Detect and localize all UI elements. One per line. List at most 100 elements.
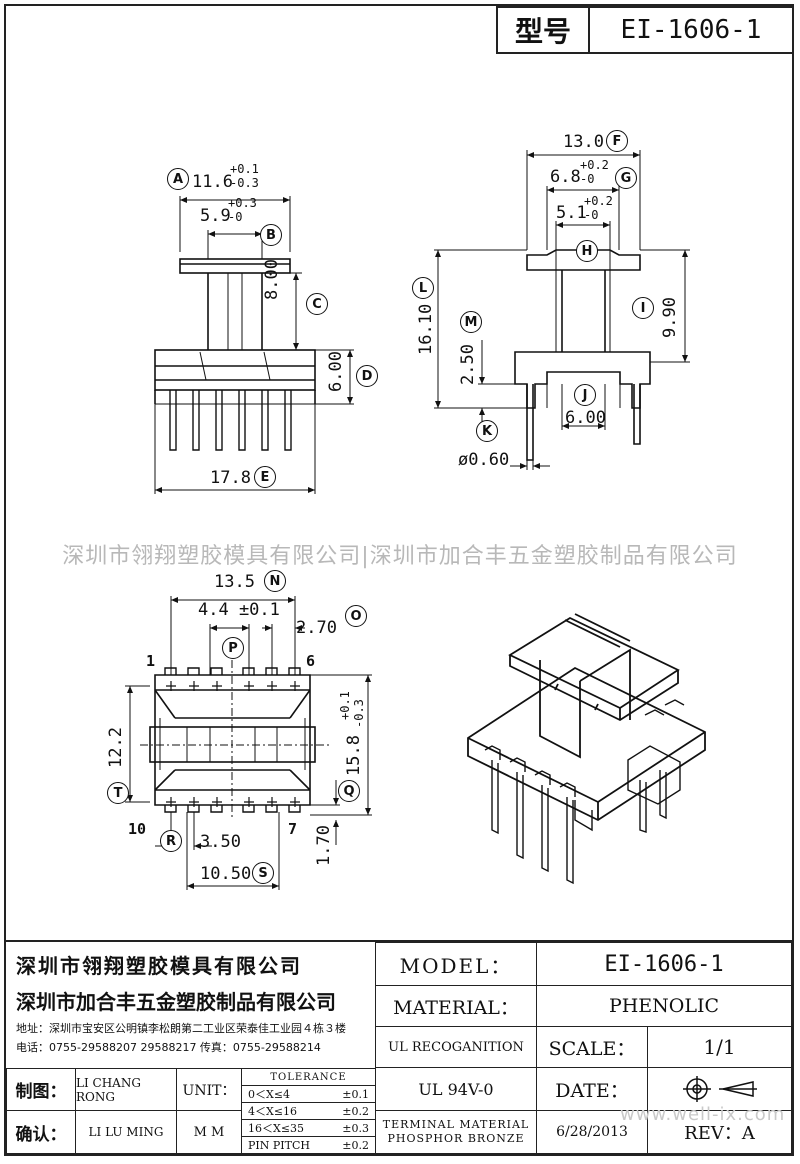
dim-h-value: 5.1 bbox=[556, 203, 587, 223]
dim-e-value: 17.8 bbox=[210, 468, 251, 488]
dim-c-value: 8.00 bbox=[262, 259, 282, 300]
dim-h-tol-dn: -0 bbox=[584, 208, 599, 222]
dim-b-tol-dn: -0 bbox=[228, 210, 243, 224]
marker-d: D bbox=[356, 365, 378, 387]
bottom-view bbox=[125, 596, 372, 890]
pin-label-1: 1 bbox=[146, 652, 156, 670]
dim-a-tol-dn: -0.3 bbox=[230, 176, 259, 190]
marker-o: O bbox=[345, 605, 367, 627]
dim-p-value: 4.4 ±0.1 bbox=[198, 600, 280, 620]
tol-value: ±0.3 bbox=[342, 1121, 369, 1135]
tolerance-row: 16＜X≤35 ±0.3 bbox=[241, 1119, 376, 1137]
marker-i: I bbox=[632, 297, 654, 319]
company-name-1: 深圳市翎翔塑胶模具有限公司 bbox=[16, 954, 302, 978]
material-label: MATERIAL： bbox=[375, 985, 537, 1027]
dim-g-tol-up: +0.2 bbox=[580, 158, 609, 172]
company-phone: 电话：0755-29588207 29588217 传真：0755-295882… bbox=[16, 1041, 321, 1054]
marker-e: E bbox=[254, 466, 276, 488]
model-label: MODEL： bbox=[375, 942, 537, 986]
tol-range: 0＜X≤4 bbox=[248, 1088, 291, 1101]
dim-m-value: 2.50 bbox=[458, 344, 478, 385]
technical-drawing bbox=[125, 150, 706, 890]
tol-range: 4＜X≤16 bbox=[248, 1105, 298, 1118]
dim-k-value: ø0.60 bbox=[458, 450, 510, 470]
marker-a: A bbox=[167, 168, 189, 190]
terminal-label-2: PHOSPHOR BRONZE bbox=[387, 1132, 525, 1145]
website-watermark: www.well-ix.com bbox=[620, 1104, 786, 1125]
marker-p: P bbox=[222, 637, 244, 659]
company-name-2: 深圳市加合丰五金塑胶制品有限公司 bbox=[16, 990, 336, 1014]
side-view bbox=[154, 196, 354, 494]
marker-q: Q bbox=[338, 780, 360, 802]
dim-l-value: 16.10 bbox=[416, 303, 436, 355]
dim-s-value: 10.50 bbox=[200, 864, 252, 884]
dim-a-value: 11.6 bbox=[192, 172, 233, 192]
title-block: 深圳市翎翔塑胶模具有限公司 深圳市加合丰五金塑胶制品有限公司 地址：深圳市宝安区… bbox=[4, 940, 794, 1156]
dim-d-value: 6.00 bbox=[326, 351, 346, 392]
marker-b: B bbox=[260, 224, 282, 246]
header-model-value: EI-1606-1 bbox=[620, 15, 762, 45]
company-address: 地址：深圳市宝安区公明镇李松朗第二工业区荣泰佳工业园４栋３楼 bbox=[16, 1022, 346, 1035]
dim-q-value: 15.8 bbox=[344, 735, 364, 776]
drawn-label: 制图： bbox=[6, 1068, 76, 1111]
tol-range: PIN PITCH bbox=[248, 1138, 310, 1152]
check-by: LI LU MING bbox=[75, 1110, 177, 1154]
material-value: PHENOLIC bbox=[536, 985, 792, 1027]
dim-r-value: 3.50 bbox=[200, 832, 241, 852]
tol-range: 16＜X≤35 bbox=[248, 1122, 305, 1135]
scale-value: 1/1 bbox=[647, 1026, 792, 1068]
marker-t: T bbox=[107, 782, 129, 804]
dim-n-value: 13.5 bbox=[214, 572, 255, 592]
marker-l: L bbox=[412, 277, 434, 299]
dim-v-value: 1.70 bbox=[314, 825, 334, 866]
pin-label-10: 10 bbox=[128, 820, 147, 838]
tolerance-row: PIN PITCH ±0.2 bbox=[241, 1136, 376, 1154]
dim-q-tol-up: +0.1 bbox=[338, 691, 352, 720]
dim-g-tol-dn: -0 bbox=[580, 172, 595, 186]
dim-j-value: 6.00 bbox=[565, 408, 606, 428]
marker-n: N bbox=[264, 570, 286, 592]
marker-j: J bbox=[574, 384, 596, 406]
tol-value: ±0.1 bbox=[342, 1087, 369, 1101]
marker-k: K bbox=[476, 420, 498, 442]
dim-o-value: 2.70 bbox=[296, 618, 337, 638]
front-view bbox=[434, 150, 690, 470]
unit-label: UNIT： bbox=[176, 1068, 242, 1111]
pin-label-6: 6 bbox=[306, 652, 316, 670]
dim-t-value: 12.2 bbox=[106, 727, 126, 768]
dim-f-value: 13.0 bbox=[563, 132, 604, 152]
dim-g-value: 6.8 bbox=[550, 167, 581, 187]
dim-i-value: 9.90 bbox=[660, 297, 680, 338]
check-label: 确认： bbox=[6, 1110, 76, 1154]
terminal-material: TERMINAL MATERIAL PHOSPHOR BRONZE bbox=[375, 1110, 537, 1154]
header-model-box: 型号 EI-1606-1 bbox=[496, 6, 794, 54]
unit-value: M M bbox=[176, 1110, 242, 1154]
marker-h: H bbox=[576, 240, 598, 262]
pin-label-7: 7 bbox=[288, 820, 298, 838]
ul-label: UL RECOGANITION bbox=[375, 1026, 537, 1068]
marker-c: C bbox=[306, 293, 328, 315]
marker-r: R bbox=[160, 830, 182, 852]
marker-f: F bbox=[606, 130, 628, 152]
dim-q-tol-dn: -0.3 bbox=[352, 699, 366, 728]
dim-b-value: 5.9 bbox=[200, 206, 231, 226]
terminal-label-1: TERMINAL MATERIAL bbox=[382, 1118, 530, 1131]
drawn-by: LI CHANG RONG bbox=[75, 1068, 177, 1111]
marker-g: G bbox=[615, 167, 637, 189]
dim-a-tol-up: +0.1 bbox=[230, 162, 259, 176]
tol-value: ±0.2 bbox=[342, 1104, 369, 1118]
dim-h-tol-up: +0.2 bbox=[584, 194, 613, 208]
ul-value: UL 94V-0 bbox=[375, 1067, 537, 1111]
tolerance-row: 0＜X≤4 ±0.1 bbox=[241, 1085, 376, 1103]
tolerance-row: 4＜X≤16 ±0.2 bbox=[241, 1102, 376, 1120]
marker-m: M bbox=[460, 311, 482, 333]
header-model-label: 型号 bbox=[498, 8, 590, 52]
scale-label: SCALE： bbox=[536, 1026, 648, 1068]
tol-value: ±0.2 bbox=[342, 1138, 369, 1152]
watermark-text: 深圳市翎翔塑胶模具有限公司|深圳市加合丰五金塑胶制品有限公司 bbox=[62, 544, 738, 569]
rev-label: REV：A bbox=[647, 1110, 792, 1154]
dim-b-tol-up: +0.3 bbox=[228, 196, 257, 210]
third-angle-projection-icon bbox=[682, 1076, 757, 1102]
model-value: EI-1606-1 bbox=[536, 942, 792, 986]
marker-s: S bbox=[252, 862, 274, 884]
